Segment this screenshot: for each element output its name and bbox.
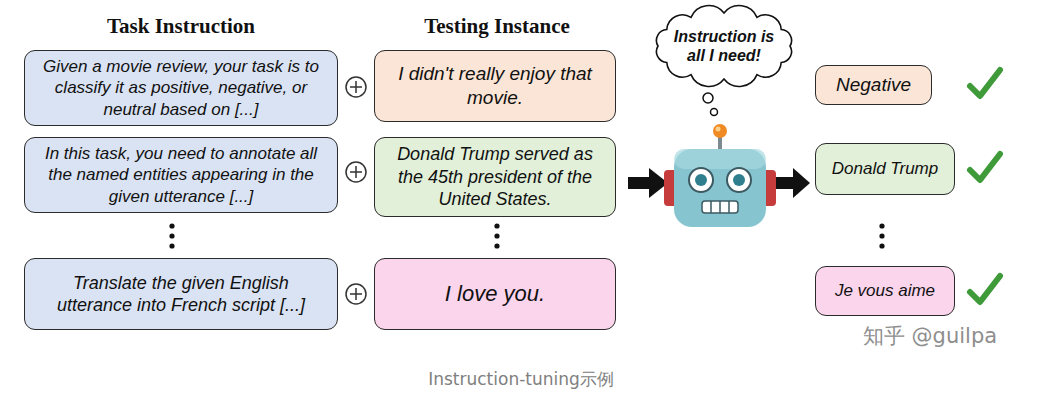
instance-box: I didn't really enjoy that movie. [374,50,616,122]
plus-signs [346,77,366,304]
instance-box: I love you. [374,258,616,330]
output-box: Je vous aime [815,266,955,316]
figure-caption: Instruction-tuning示例 [428,368,614,391]
instance-box: Donald Trump served as the 45th presiden… [374,137,616,217]
instruction-box: Translate the given English utterance in… [24,258,338,330]
box-text: Given a movie review, your task is to cl… [34,56,328,120]
output-box: Donald Trump [815,143,955,195]
ellipsis-dots [169,223,884,248]
box-text: I didn't really enjoy that movie. [384,62,606,110]
instruction-box: Given a movie review, your task is to cl… [24,50,338,126]
box-text: In this task, you need to annotate all t… [34,143,328,207]
thought-dots [703,93,718,116]
box-text: Je vous aime [835,280,935,301]
box-text: Translate the given English utterance in… [34,272,328,317]
column-header: Testing Instance [424,14,570,39]
thought-text: Instruction is all I need! [670,27,778,65]
cloud-shape [656,6,791,87]
box-text: I love you. [445,280,545,308]
box-text: Donald Trump [832,158,938,179]
cloud-outline [646,2,802,90]
check-marks [970,70,1000,302]
box-text: Negative [836,73,911,97]
robot-icon [664,124,776,227]
watermark: 知乎 @guilpa [863,322,997,350]
output-box: Negative [815,65,932,105]
thought-bubble: Instruction is all I need! [646,2,802,90]
instruction-box: In this task, you need to annotate all t… [24,137,338,213]
box-text: Donald Trump served as the 45th presiden… [384,143,606,211]
column-header: Task Instruction [107,14,255,39]
